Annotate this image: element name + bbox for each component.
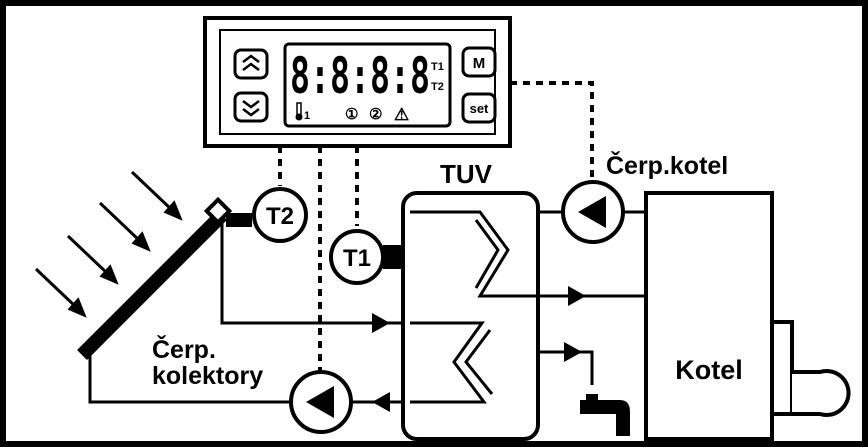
sensor-t1: T1 [329,229,405,285]
boiler-pump [561,180,625,244]
boiler [644,191,851,441]
sensor-t2: T2 [252,187,308,243]
solar-collector [77,196,252,360]
indicator-t1: T1 [431,61,444,73]
boiler-pump-label: Čerp.kotel [606,150,728,180]
sun-rays [34,170,183,318]
collector-pump-label-line2: kolektory [152,362,263,390]
m-button[interactable]: M [461,46,497,78]
arrow-to-boiler [568,286,586,306]
down-button[interactable] [233,91,269,123]
collector-pump [289,370,353,434]
sensor-t2-label: T2 [266,203,294,230]
indicator-t2: T2 [431,81,444,93]
tank-label: TUV [440,159,493,189]
tuv-tank [401,191,540,441]
display-digits: 8:8:8:8 [290,47,430,105]
set-button-label: set [470,101,489,116]
collector-pump-label-line1: Čerp. [152,334,216,364]
arrow-to-tank-coil [372,313,390,333]
boiler-label: Kotel [675,355,743,385]
m-button-label: M [473,55,486,72]
double-chevron-up-icon [242,54,260,71]
pump-arrow-icon [306,386,334,418]
thermo-indicator: 1 [304,110,310,122]
flow-arrows [372,286,586,412]
controller-unit: 8:8:8:8 T1 T2 1 ① ② ⚠ M set [203,16,512,148]
thermometer-icon [295,102,303,121]
warning-icon: ⚠ [394,105,409,124]
double-chevron-down-icon [242,100,260,117]
set-button[interactable]: set [461,92,497,124]
up-button[interactable] [233,48,269,80]
arrow-from-tank [372,392,390,412]
indicator-2: ② [369,106,382,123]
pump-arrow-icon [578,196,606,228]
indicator-1: ① [345,106,358,123]
signal-lines [278,81,594,372]
lcd-display: 8:8:8:8 T1 T2 1 ① ② ⚠ [283,42,452,128]
water-tap-icon [580,394,630,436]
sensor-t1-label: T1 [343,245,371,272]
arrow-to-tap [564,342,582,362]
